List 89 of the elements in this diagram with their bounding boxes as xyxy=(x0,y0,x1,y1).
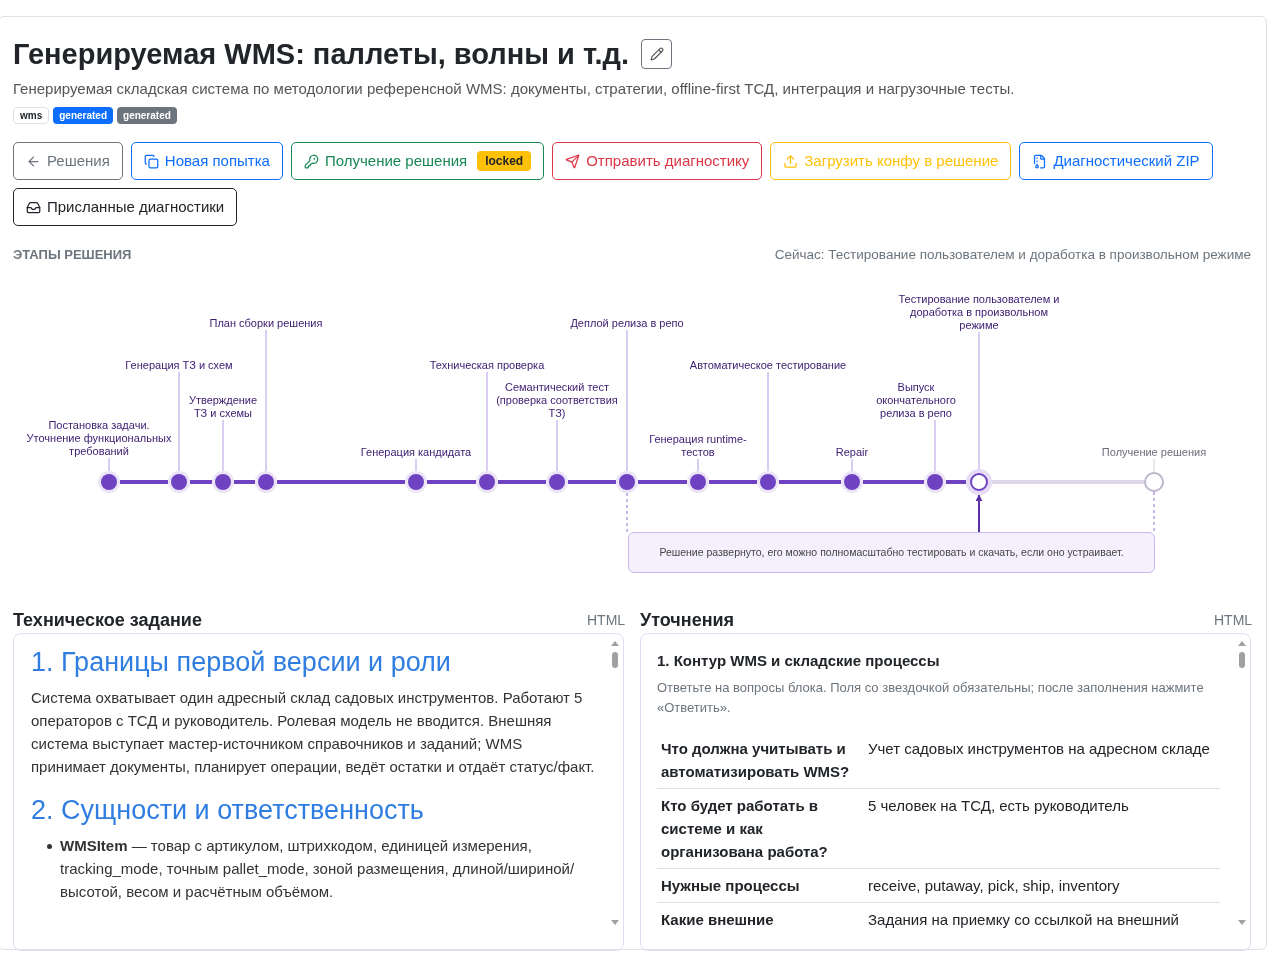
stage-dot xyxy=(841,471,863,493)
timeline-segment xyxy=(638,480,687,484)
timeline-segment xyxy=(190,480,212,484)
stage-label: Генерация ТЗ и схем xyxy=(119,359,239,372)
question-cell-text: Что должна учитывать и автоматизировать WMS? xyxy=(660,739,851,782)
action-button: Решения xyxy=(13,142,123,180)
status-text: Сейчас: Тестирование пользователем и доработка в произвольном режиме xyxy=(774,246,1251,264)
answer-cell-text: receive, putaway, pick, ship, inventory xyxy=(868,876,1120,896)
format-label: HTML xyxy=(587,611,626,630)
leader-line xyxy=(697,458,699,472)
stage-label: Постановка задачи. Уточнение функциональных требований xyxy=(24,419,174,458)
leader-line xyxy=(486,371,488,472)
action-button: Получение решения locked xyxy=(290,142,545,180)
page-title: Генерируемая WMS: паллеты, волны и т.д. xyxy=(13,37,630,72)
action-button: Новая попытка xyxy=(130,142,283,180)
stage-label: Repair xyxy=(822,446,882,459)
leader-line xyxy=(934,419,936,472)
tag-badge: generated xyxy=(117,107,177,124)
format-label: HTML xyxy=(1214,611,1253,630)
timeline-segment xyxy=(709,480,757,484)
leader-line xyxy=(556,419,558,472)
stage-dot xyxy=(255,471,277,493)
leader-line xyxy=(851,458,853,472)
stage-label: Утверждение ТЗ и схемы xyxy=(183,394,263,420)
stage-label: Генерация runtime-тестов xyxy=(634,433,762,459)
section-heading: ЭТАПЫ РЕШЕНИЯ xyxy=(13,246,132,264)
dashed-connector xyxy=(626,492,628,533)
tag-badge: wms xyxy=(13,107,50,124)
answer-cell-text: Учет садовых инструментов на адресном складе xyxy=(868,739,1210,759)
document-heading: 1. Границы первой версии и роли xyxy=(31,646,452,679)
stage-dot xyxy=(405,471,427,493)
timeline-segment xyxy=(992,480,1144,484)
stage-label: Тестирование пользователем и доработка в произвольном режиме xyxy=(891,293,1067,332)
stage-label: Выпуск окончательного релиза в репо xyxy=(858,381,974,420)
leader-line xyxy=(626,329,628,472)
panel-heading: Техническое задание xyxy=(13,609,202,632)
arrow xyxy=(975,494,983,533)
leader-line xyxy=(767,371,769,472)
stage-dot xyxy=(616,471,638,493)
timeline-segment xyxy=(863,480,924,484)
block-heading: 1. Контур WMS и складские процессы xyxy=(657,651,941,671)
timeline-segment xyxy=(498,480,546,484)
dashed-connector xyxy=(1153,491,1155,533)
timeline-segment xyxy=(427,480,476,484)
leader-line xyxy=(222,419,224,472)
leader-line xyxy=(415,458,417,472)
stage-label: Получение решения xyxy=(1094,446,1214,459)
timeline-segment xyxy=(946,480,966,484)
action-button: Отправить диагностику xyxy=(552,142,763,180)
stage-dot xyxy=(98,471,120,493)
panel-heading: Уточнения xyxy=(640,609,735,632)
stage-dot xyxy=(168,471,190,493)
stage-dot xyxy=(212,471,234,493)
timeline-segment xyxy=(234,480,255,484)
stage-dot xyxy=(687,471,709,493)
timeline-segment xyxy=(779,480,841,484)
leader-line xyxy=(108,457,110,472)
action-button: Диагностический ZIP xyxy=(1019,142,1213,180)
timeline-segment xyxy=(568,480,616,484)
question-cell-text: Какие внешние xyxy=(660,910,775,930)
question-cell-text: Кто будет работать в системе и как организована работа? xyxy=(660,796,829,862)
document-heading: 2. Сущности и ответственность xyxy=(31,794,425,827)
tag-badge: generated xyxy=(53,107,114,124)
leader-line xyxy=(178,371,180,472)
stage-dot xyxy=(757,471,779,493)
stage-dot xyxy=(476,471,498,493)
subtitle: Генерируемая складская система по методологии референсной WMS: документы, стратегии, offline-first ТСД, интеграция и нагрузочные тесты. xyxy=(13,79,1015,99)
answer-cell-text: 5 человек на ТСД, есть руководитель xyxy=(868,796,1129,816)
leader-line xyxy=(978,331,980,470)
list-item: WMSItem — товар с артикулом, штрихкодом, единицей измерения, tracking_mode, точным pallet_mode, зоной размещения, длиной/шириной/высотой, весом и расчётным объёмом. xyxy=(60,836,576,902)
stage-label: Генерация кандидата xyxy=(356,446,476,459)
stage-label: План сборки решения xyxy=(201,317,331,330)
question-cell-text: Нужные процессы xyxy=(660,876,801,896)
answer-cell-text: Задания на приемку со ссылкой на внешний xyxy=(868,910,1179,930)
stage-label: Семантический тест (проверка соответствия ТЗ) xyxy=(495,381,619,420)
leader-line xyxy=(265,329,267,472)
instruction-text: Ответьте на вопросы блока. Поля со звездочкой обязательны; после заполнения нажмите «Ответить». xyxy=(657,679,1205,717)
stage-label: Автоматическое тестирование xyxy=(688,359,848,372)
info-callout: Решение развернуто, его можно полномасштабно тестировать и скачать, если оно устраивает. xyxy=(628,532,1155,573)
paragraph: Система охватывает один адресный склад садовых инструментов. Работают 5 операторов с ТСД и руководитель. Ролевая модель не вводится. Внешняя система выступает мастер-источником справочников и заданий; WMS принимает документы, планирует операции, ведёт остатки и отдаёт статус/факт. xyxy=(31,688,596,777)
stage-dot xyxy=(546,471,568,493)
status-badge: locked xyxy=(477,151,532,171)
stage-dot xyxy=(924,471,946,493)
stage-label: Деплой релиза в репо xyxy=(562,317,692,330)
action-button: Загрузить конфу в решение xyxy=(770,142,1012,180)
action-button: Присланные диагностики xyxy=(13,188,238,226)
timeline-segment xyxy=(277,480,405,484)
timeline-segment xyxy=(120,480,168,484)
stage-label: Техническая проверка xyxy=(422,359,552,372)
